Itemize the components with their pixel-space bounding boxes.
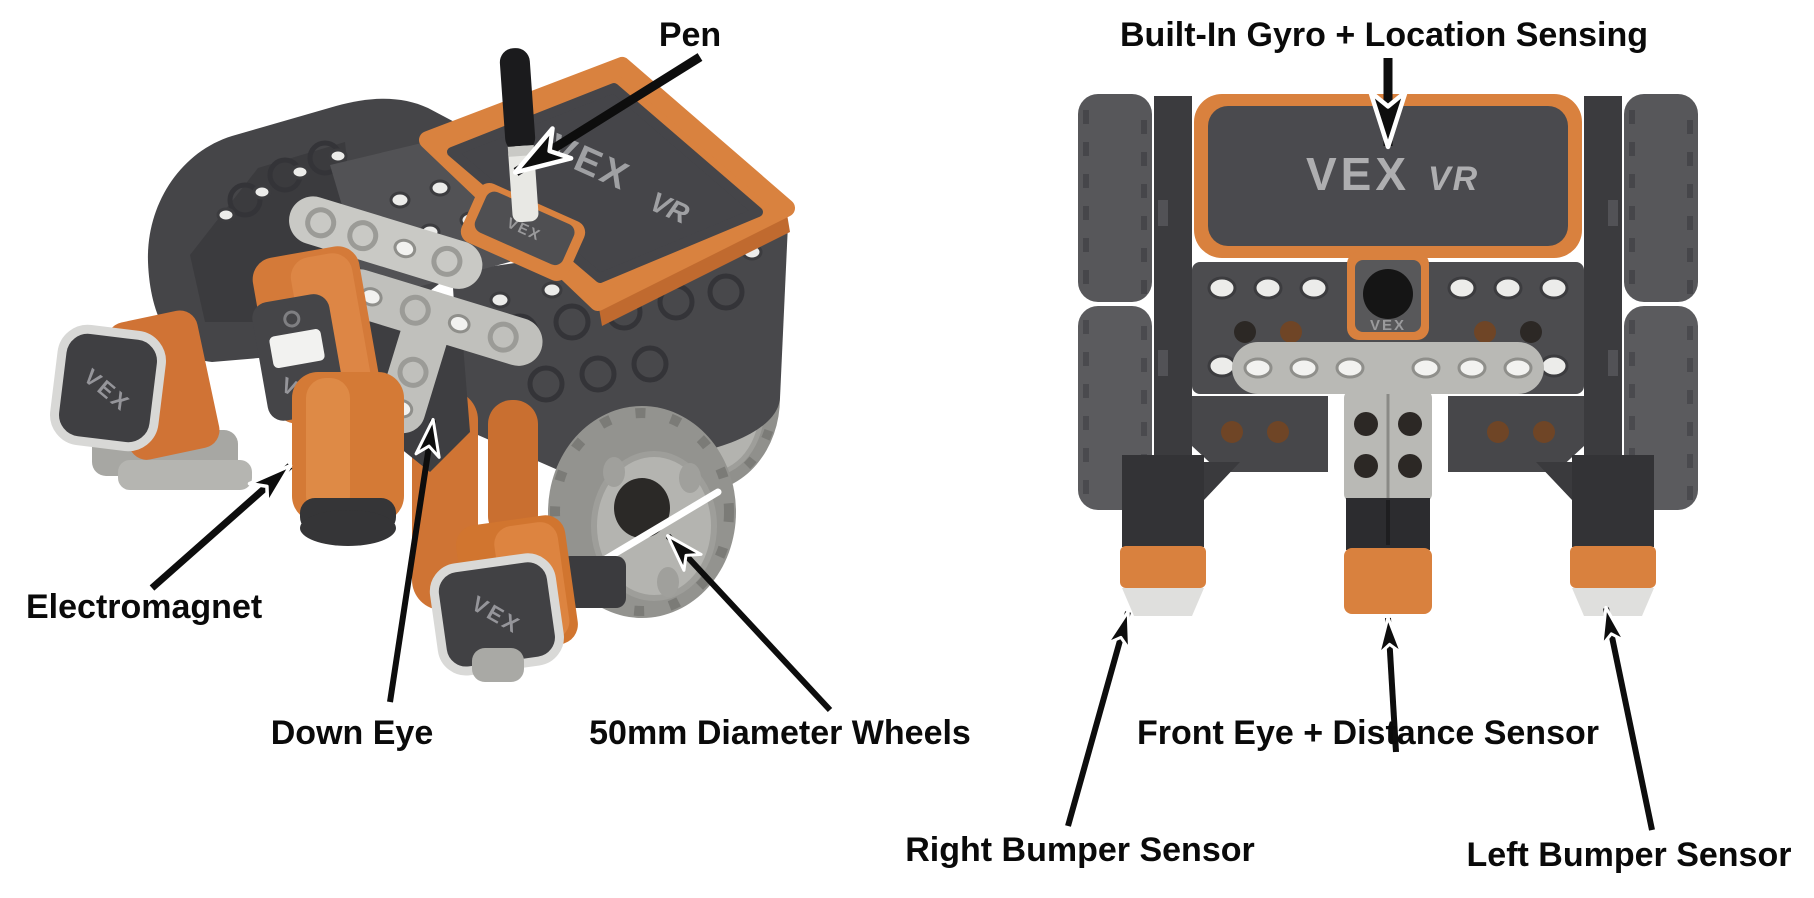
label-gyro: Built-In Gyro + Location Sensing	[1120, 16, 1648, 54]
left-bumper-tip	[1572, 588, 1654, 616]
down-eye-arrow	[387, 417, 441, 703]
side-plate	[452, 224, 788, 470]
electromagnet	[292, 372, 404, 546]
beam-hole	[527, 365, 565, 403]
screw	[489, 291, 511, 309]
label-front-eye: Front Eye + Distance Sensor	[1137, 714, 1599, 752]
beam-hole	[553, 303, 591, 341]
gray-beam-structure	[289, 196, 543, 434]
wheel-diameter-line	[600, 488, 722, 564]
screw	[389, 191, 411, 209]
screw	[541, 281, 563, 299]
screw	[216, 207, 236, 223]
screw	[328, 148, 348, 164]
robot-front-view: VEX VR VEX	[1078, 94, 1698, 616]
pen-arrow	[512, 53, 703, 176]
left-bumper-arrow	[1600, 605, 1655, 831]
left-bumper-leg	[1536, 455, 1656, 616]
front-eye-sensor: VEX	[1347, 252, 1429, 340]
label-down-eye: Down Eye	[271, 714, 433, 752]
right-bumper-arrow	[1065, 609, 1132, 827]
vex-logo-text: VEX	[1370, 317, 1406, 334]
screw	[429, 179, 451, 197]
electromagnet-arrow	[149, 463, 293, 591]
t-beam	[1232, 342, 1544, 502]
frame-notch	[1158, 200, 1168, 226]
base-plate	[118, 460, 252, 490]
screw	[252, 184, 272, 200]
frame-notch	[1608, 350, 1618, 376]
frame-notch	[1158, 350, 1168, 376]
beam-hole	[631, 345, 669, 383]
frame-bar-left	[1154, 96, 1192, 510]
beam-hole	[707, 273, 745, 311]
label-electromagnet: Electromagnet	[26, 588, 262, 626]
wheels-arrow	[665, 533, 833, 713]
frame-notch	[1608, 200, 1618, 226]
right-bumper-leg	[1120, 455, 1240, 616]
beam-hole	[227, 182, 263, 218]
center-leg	[1344, 498, 1432, 614]
vex-logo-text: VEX	[1306, 148, 1410, 200]
beam-hole	[579, 355, 617, 393]
frame-bar-right	[1584, 96, 1622, 510]
right-bumper-tip	[1122, 588, 1204, 616]
label-right-bumper: Right Bumper Sensor	[905, 831, 1254, 869]
front-eye-arrow	[1376, 615, 1404, 753]
robot-isometric-view: VEX VR VEX	[50, 48, 795, 682]
label-left-bumper: Left Bumper Sensor	[1467, 836, 1792, 874]
down-eye-sensor: VEX	[429, 515, 626, 682]
orange-support	[488, 400, 538, 540]
screw	[290, 164, 310, 180]
label-pen: Pen	[659, 16, 721, 54]
label-wheels: 50mm Diameter Wheels	[589, 714, 971, 752]
pen-mount: VEX	[460, 183, 586, 281]
vr-logo-text: VR	[1428, 160, 1479, 198]
left-eye-sensor: VEX	[50, 310, 220, 460]
lower-plates	[1192, 396, 1584, 472]
vexvr-panel-front: VEX VR	[1194, 94, 1582, 258]
